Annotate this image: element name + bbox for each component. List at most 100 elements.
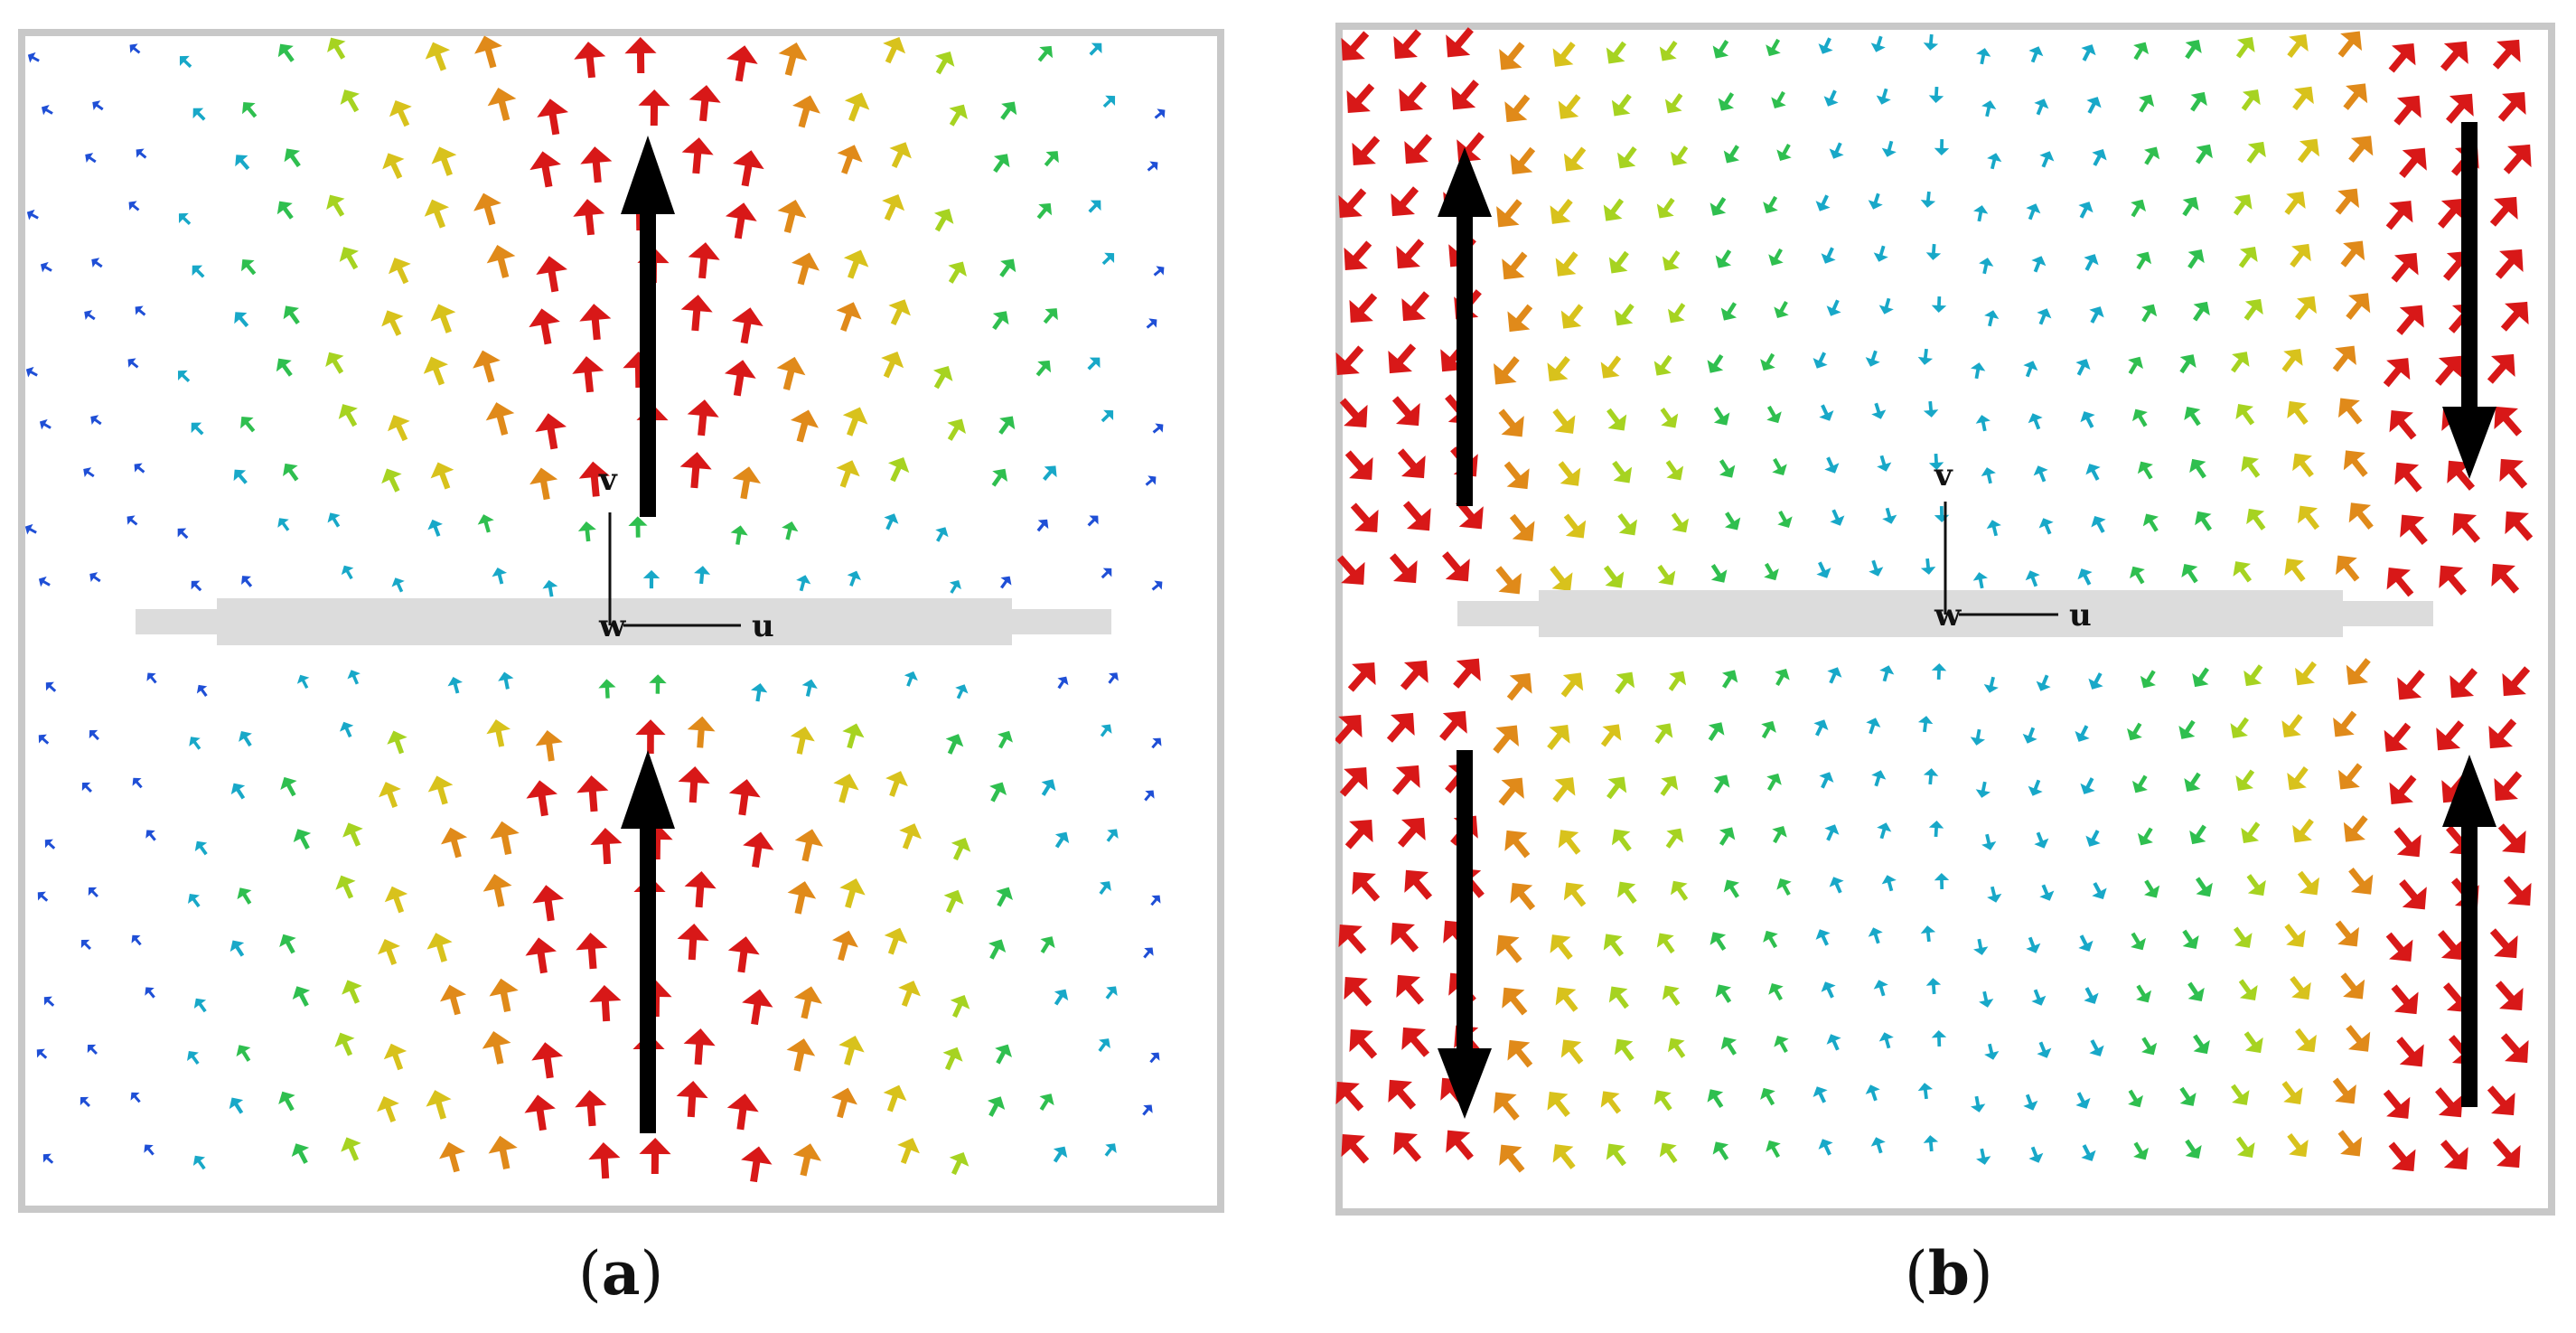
field-arrow bbox=[1771, 90, 1786, 109]
field-arrow bbox=[1819, 404, 1834, 421]
field-arrow bbox=[1603, 198, 1625, 221]
field-arrow bbox=[1552, 408, 1576, 434]
field-arrow bbox=[832, 930, 858, 962]
field-arrow bbox=[132, 777, 143, 789]
field-arrow bbox=[1707, 1089, 1724, 1109]
field-arrow bbox=[1813, 352, 1828, 369]
field-arrow bbox=[229, 940, 245, 957]
field-arrow bbox=[1667, 303, 1686, 324]
field-arrow bbox=[751, 682, 768, 702]
field-arrow bbox=[1776, 143, 1792, 161]
field-arrow bbox=[2436, 720, 2464, 751]
field-arrow bbox=[1041, 779, 1056, 796]
field-arrow bbox=[474, 35, 502, 69]
field-arrow bbox=[1496, 934, 1522, 963]
field-arrow bbox=[1826, 1034, 1841, 1051]
field-arrow bbox=[36, 1048, 48, 1059]
field-arrow bbox=[1547, 355, 1570, 381]
field-arrow bbox=[1035, 360, 1052, 377]
field-arrow bbox=[951, 838, 971, 861]
field-arrow bbox=[1089, 42, 1102, 56]
field-arrow bbox=[2337, 763, 2363, 790]
field-arrow bbox=[2246, 508, 2266, 530]
field-arrow bbox=[1510, 146, 1536, 174]
field-arrow bbox=[1710, 932, 1727, 951]
field-arrow bbox=[1970, 728, 1986, 746]
field-arrow bbox=[2494, 771, 2523, 802]
field-arrow bbox=[2243, 664, 2263, 687]
main-arrow-head-top-a bbox=[621, 136, 675, 214]
field-arrow bbox=[1386, 712, 1415, 743]
caption-b: (b) bbox=[1905, 1238, 1993, 1309]
field-arrow bbox=[1000, 576, 1012, 589]
field-arrow bbox=[1550, 566, 1573, 591]
field-arrow bbox=[883, 1084, 907, 1112]
field-arrow bbox=[1400, 660, 1429, 690]
field-arrow bbox=[1710, 564, 1728, 583]
field-arrow bbox=[1396, 974, 1425, 1005]
field-arrow bbox=[2389, 409, 2417, 440]
field-arrow bbox=[887, 456, 910, 483]
field-arrow bbox=[1878, 1032, 1894, 1049]
field-arrow bbox=[2131, 199, 2146, 218]
axis-label-w-a: w bbox=[598, 608, 626, 644]
field-arrow bbox=[529, 308, 560, 345]
field-arrow bbox=[836, 460, 860, 488]
field-arrow bbox=[932, 365, 953, 390]
field-arrow bbox=[1504, 94, 1531, 123]
field-arrow bbox=[192, 265, 205, 278]
field-arrow bbox=[1338, 188, 1367, 219]
field-arrow bbox=[2243, 1031, 2263, 1054]
field-arrow bbox=[2077, 568, 2093, 586]
field-arrow bbox=[2039, 884, 2055, 901]
field-arrow bbox=[1335, 714, 1363, 745]
field-arrow bbox=[2181, 564, 2198, 584]
field-arrow bbox=[1054, 989, 1069, 1006]
field-arrow bbox=[2136, 251, 2152, 270]
field-arrow bbox=[2284, 924, 2306, 948]
field-arrow bbox=[1664, 93, 1683, 114]
field-arrow bbox=[426, 1090, 452, 1120]
field-arrow bbox=[473, 350, 501, 383]
field-arrow bbox=[1876, 88, 1891, 105]
field-arrow bbox=[38, 576, 51, 587]
field-arrow bbox=[1344, 240, 1372, 271]
field-arrow bbox=[2233, 194, 2253, 216]
field-arrow bbox=[2383, 358, 2411, 388]
field-arrow bbox=[635, 719, 666, 754]
field-arrow bbox=[2246, 141, 2266, 164]
field-arrow bbox=[1659, 1142, 1678, 1164]
field-arrow bbox=[194, 840, 208, 856]
field-arrow bbox=[1768, 248, 1784, 267]
field-arrow bbox=[1611, 829, 1632, 852]
field-arrow bbox=[999, 258, 1016, 277]
field-arrow bbox=[687, 399, 719, 437]
field-arrow bbox=[1879, 665, 1895, 682]
field-arrow bbox=[899, 823, 922, 850]
field-arrow bbox=[1821, 247, 1836, 264]
field-arrow bbox=[1507, 304, 1533, 333]
field-arrow bbox=[193, 998, 207, 1013]
field-arrow bbox=[191, 580, 202, 592]
field-arrow bbox=[1404, 134, 1433, 164]
field-arrow bbox=[89, 729, 99, 741]
field-arrow bbox=[1336, 555, 1365, 586]
field-arrow bbox=[726, 45, 758, 82]
field-arrow bbox=[439, 1141, 466, 1173]
field-arrow bbox=[542, 579, 558, 597]
field-arrow bbox=[2031, 256, 2047, 273]
field-arrow bbox=[1154, 108, 1166, 119]
field-arrow bbox=[279, 934, 296, 954]
field-arrow bbox=[237, 887, 252, 905]
field-arrow bbox=[732, 307, 763, 344]
field-arrow bbox=[1498, 777, 1524, 806]
field-arrow bbox=[1502, 987, 1528, 1016]
field-arrow bbox=[92, 100, 104, 111]
field-arrow bbox=[790, 409, 820, 443]
field-arrow bbox=[2487, 353, 2515, 384]
field-arrow bbox=[335, 875, 356, 899]
field-arrow bbox=[2500, 1033, 2529, 1064]
field-arrow bbox=[1493, 725, 1519, 754]
field-arrow bbox=[24, 523, 37, 535]
field-arrow bbox=[1865, 1084, 1880, 1102]
